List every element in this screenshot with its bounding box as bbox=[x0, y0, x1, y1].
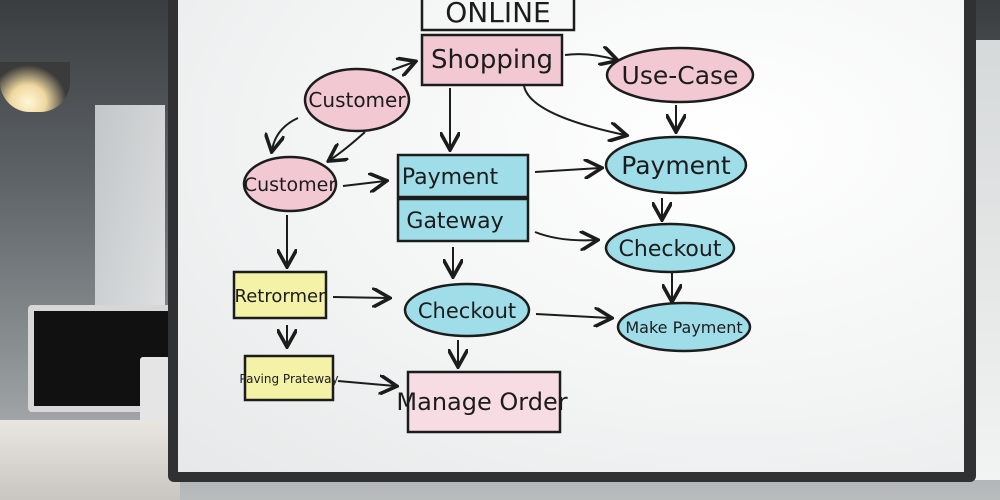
node-manage-order-label: Manage Order bbox=[396, 388, 567, 416]
node-gateway-label: Gateway bbox=[406, 209, 503, 234]
node-checkout-right-label: Checkout bbox=[619, 237, 722, 262]
node-manage-order: Manage Order bbox=[396, 370, 568, 434]
arrow-checkout-to-makepayment-2 bbox=[535, 314, 610, 318]
monitor-stand bbox=[140, 357, 170, 432]
node-checkout-right: Checkout bbox=[604, 222, 736, 274]
node-customer-top: Customer bbox=[303, 67, 411, 133]
node-payment: Payment bbox=[604, 135, 748, 195]
node-payment-gateway: Payment Gateway bbox=[396, 153, 530, 243]
ceiling-lamp bbox=[0, 62, 70, 112]
node-checkout-center: Checkout bbox=[403, 282, 531, 338]
node-use-case-label: Use-Case bbox=[622, 61, 739, 90]
node-customer-top-label: Customer bbox=[308, 88, 406, 112]
arrows bbox=[272, 54, 676, 386]
arrow-shopping-to-payment bbox=[523, 85, 625, 135]
arrow-retrormer-to-checkout bbox=[332, 297, 388, 298]
node-shopping: Shopping bbox=[420, 33, 564, 87]
office-desk bbox=[0, 420, 180, 500]
arrow-shopping-to-usecase bbox=[564, 54, 616, 60]
node-paving-gateway: Paving Prateway bbox=[239, 354, 339, 402]
arrow-customer-to-shopping bbox=[391, 62, 414, 70]
node-make-payment: Make Payment bbox=[616, 301, 752, 353]
node-online-label: ONLINE bbox=[445, 0, 550, 29]
node-customer-mid: Customer bbox=[242, 155, 338, 213]
arrow-gateway-to-checkout bbox=[534, 232, 596, 240]
office-window-right bbox=[972, 40, 1000, 480]
office-window-left bbox=[95, 105, 165, 305]
node-make-payment-label: Make Payment bbox=[625, 318, 742, 337]
arrow-paving-to-manage bbox=[337, 381, 395, 386]
node-shopping-label: Shopping bbox=[431, 45, 553, 75]
node-payment-right-label: Payment bbox=[621, 151, 731, 180]
arrow-customer-down bbox=[330, 131, 366, 160]
node-checkout-center-label: Checkout bbox=[418, 299, 516, 323]
node-payment-label: Payment bbox=[402, 165, 499, 190]
node-paving-gateway-label: Paving Prateway bbox=[239, 372, 338, 386]
node-retrormer-label: Retrormer bbox=[235, 286, 327, 307]
arrow-customer-to-gateway bbox=[342, 181, 385, 186]
node-use-case: Use-Case bbox=[605, 46, 755, 104]
node-customer-mid-label: Customer bbox=[244, 174, 336, 196]
node-retrormer: Retrormer bbox=[232, 270, 328, 320]
arrow-gateway-to-payment bbox=[534, 168, 600, 172]
arrow-customer-to-customer bbox=[272, 117, 299, 150]
node-online: ONLINE bbox=[420, 0, 576, 32]
